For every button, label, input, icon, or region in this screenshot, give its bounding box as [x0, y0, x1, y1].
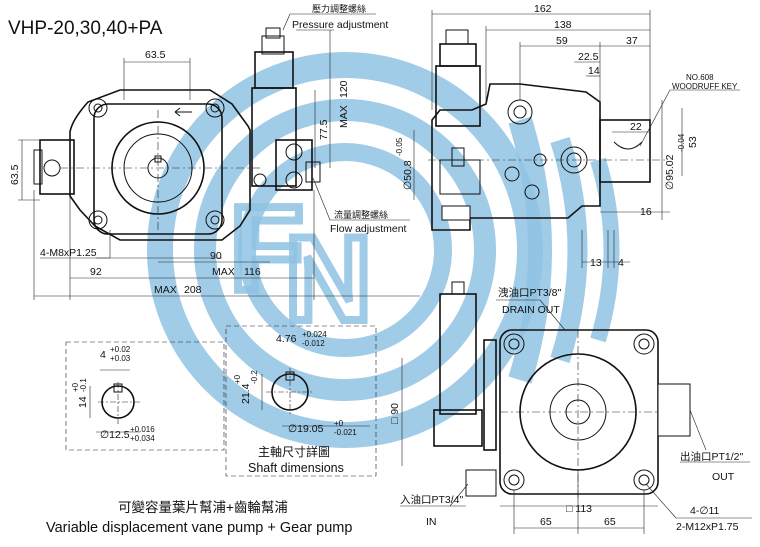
dim-13: 13	[590, 257, 602, 269]
dim-53: 53	[687, 136, 699, 148]
drain-en: DRAIN OUT	[502, 304, 560, 316]
drawing-title: VHP-20,30,40+PA	[8, 18, 163, 39]
dim-95-02: ∅95.02	[664, 154, 676, 190]
dim-90: 90	[210, 250, 222, 262]
inlet-en: IN	[426, 516, 437, 528]
shaft-right-19-05-tol-dn: -0.021	[334, 428, 357, 437]
dim-120: 120	[338, 80, 350, 98]
shaft-left-12-5-tol-dn: +0.034	[130, 434, 155, 443]
dim-gear-90: □ 90	[389, 403, 401, 424]
caption-en: Variable displacement vane pump + Gear p…	[46, 520, 352, 536]
dim-63-5-left: 63.5	[9, 164, 21, 185]
woodruff-no: NO.608	[686, 73, 714, 82]
dim-65a: 65	[540, 516, 552, 528]
shaft-detail-right: 4.76 +0.024 -0.012 21.4 +0 -0.2 ∅19.05 +…	[225, 325, 377, 477]
dim-max-label: MAX	[338, 105, 350, 128]
pressure-adjust-en: Pressure adjustment	[292, 19, 388, 31]
dim-max116-value: 116	[244, 266, 261, 278]
shaft-left-12-5: ∅12.5	[100, 429, 130, 441]
shaft-left-14: 14	[77, 396, 89, 408]
dim-77-5: 77.5	[318, 119, 330, 140]
outlet-cn: 出油口PT1/2"	[680, 450, 744, 463]
shaft-left-4: 4	[100, 349, 106, 361]
shaft-caption-cn: 主軸尺寸詳圖	[258, 444, 330, 459]
shaft-right-21-4-tol-up: +0	[233, 374, 242, 384]
dim-thread-m8: 4-M8xP1.25	[40, 247, 97, 259]
shaft-right-4-76-tol-up: +0.024	[302, 330, 327, 339]
dim-14: 14	[588, 65, 600, 77]
dim-113: □ 113	[566, 503, 592, 515]
dim-22-5: 22.5	[578, 51, 599, 63]
gear-pump-view: 洩油口PT3/8" DRAIN OUT 出油口PT1/2" OUT 入油口PT3…	[389, 281, 752, 534]
watermark-logo: F N	[147, 52, 620, 448]
svg-text:N: N	[285, 212, 372, 346]
dim-50-8-tol: -0.05	[395, 137, 404, 156]
dim-37: 37	[626, 35, 638, 47]
shaft-left-4-tol-up: +0.02	[110, 345, 131, 354]
flow-adjust-cn: 流量調整螺絲	[334, 209, 388, 220]
dim-max116-label: MAX	[212, 266, 235, 278]
dim-65b: 65	[604, 516, 616, 528]
dim-138: 138	[554, 19, 572, 31]
dim-50-8: ∅50.8	[402, 160, 414, 190]
dim-4: 4	[618, 257, 624, 269]
dim-63-5-top: 63.5	[145, 49, 166, 61]
shaft-caption-en: Shaft dimensions	[248, 461, 344, 475]
dim-max208-value: 208	[184, 284, 202, 296]
front-view: 63.5 63.5 MAX 120 77.5 壓力調整螺絲 Pressure a…	[9, 3, 420, 300]
dim-max208-label: MAX	[154, 284, 177, 296]
woodruff-key: WOODRUFF KEY	[672, 82, 738, 91]
gear-thread: 2-M12xP1.75	[676, 521, 739, 533]
inlet-cn: 入油口PT3/4"	[400, 493, 464, 506]
flow-adjust-en: Flow adjustment	[330, 223, 407, 235]
pressure-adjust-cn: 壓力調整螺絲	[312, 3, 366, 14]
dim-59: 59	[556, 35, 568, 47]
dim-92: 92	[90, 266, 102, 278]
drain-cn: 洩油口PT3/8"	[498, 286, 562, 299]
shaft-right-4-76: 4.76	[276, 333, 297, 345]
shaft-detail-left: 4 +0.02 +0.03 14 +0 -0.1 ∅12.5 +0.016 +0…	[65, 341, 225, 451]
shaft-right-21-4-tol-dn: -0.2	[250, 370, 259, 384]
dim-95-02-tol: -0.04	[677, 133, 686, 152]
svg-text:F: F	[230, 182, 303, 316]
shaft-left-4-tol-dn: +0.03	[110, 354, 131, 363]
caption-cn: 可變容量葉片幫浦+齒輪幫浦	[118, 499, 288, 515]
shaft-left-14-tol-up: +0	[71, 382, 80, 392]
dim-162: 162	[534, 3, 552, 15]
shaft-left-12-5-tol-up: +0.016	[130, 425, 155, 434]
side-view: 162 138 59 37 22.5 14 NO.608 WOODRUFF KE…	[395, 3, 740, 269]
dim-22: 22	[630, 121, 642, 133]
dim-16: 16	[640, 206, 652, 218]
gear-holes: 4-∅11	[690, 505, 720, 517]
shaft-right-21-4: 21.4	[240, 383, 252, 404]
shaft-right-19-05: ∅19.05	[288, 423, 324, 435]
shaft-right-19-05-tol-up: +0	[334, 419, 344, 428]
outlet-en: OUT	[712, 471, 735, 483]
shaft-left-14-tol-dn: -0.1	[79, 378, 88, 392]
shaft-right-4-76-tol-dn: -0.012	[302, 339, 325, 348]
